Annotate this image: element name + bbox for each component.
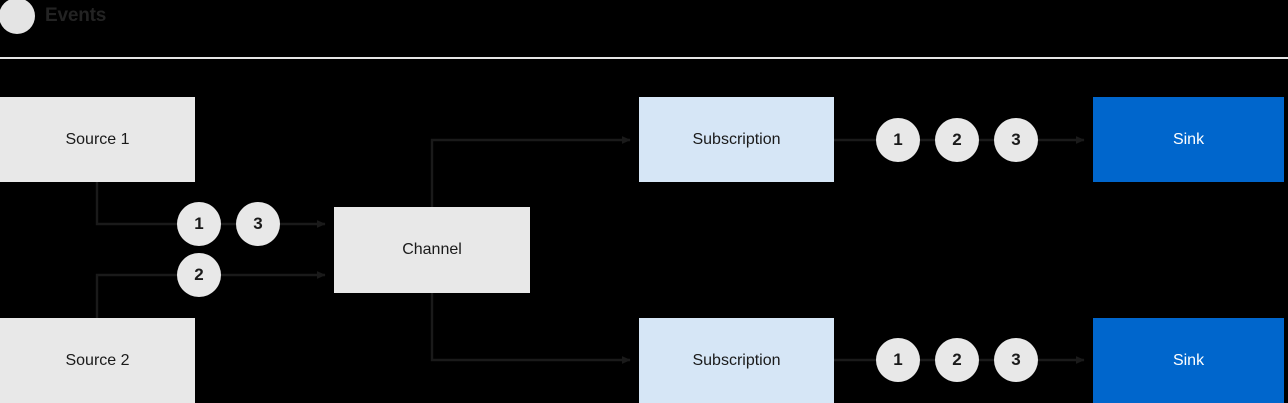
node-channel-label: Channel xyxy=(402,241,462,258)
event-token-label: 3 xyxy=(1011,350,1021,369)
node-sink-top[interactable]: Sink xyxy=(1093,97,1284,182)
event-token: 1 xyxy=(876,338,920,382)
event-token: 3 xyxy=(236,202,280,246)
edge-channel-to-subscription-top xyxy=(430,136,631,207)
node-sink-bottom[interactable]: Sink xyxy=(1093,318,1284,403)
event-token: 2 xyxy=(935,118,979,162)
event-token-label: 1 xyxy=(893,350,903,369)
node-source-2-label: Source 2 xyxy=(65,351,130,369)
event-token: 3 xyxy=(994,338,1038,382)
node-sink-bottom-label: Sink xyxy=(1172,351,1205,369)
event-token: 2 xyxy=(177,253,221,297)
node-source-2[interactable]: Source 2 xyxy=(0,318,195,403)
page-title: Events xyxy=(45,5,107,26)
node-sink-top-label: Sink xyxy=(1172,130,1205,148)
event-token: 1 xyxy=(177,202,221,246)
filled-circle-icon xyxy=(0,0,35,34)
edge-channel-to-subscription-bottom xyxy=(430,293,631,364)
node-subscription-bottom-label: Subscription xyxy=(692,351,781,369)
node-source-1-label: Source 1 xyxy=(65,130,130,148)
event-token: 1 xyxy=(876,118,920,162)
event-token-label: 2 xyxy=(952,130,962,149)
node-subscription-bottom[interactable]: Subscription xyxy=(639,318,834,403)
event-token-label: 1 xyxy=(893,130,903,149)
event-token: 2 xyxy=(935,338,979,382)
event-token-label: 3 xyxy=(253,214,263,233)
event-token-label: 2 xyxy=(194,265,204,284)
event-token-label: 2 xyxy=(952,350,962,369)
event-token-label: 1 xyxy=(194,214,204,233)
header-divider xyxy=(0,57,1288,59)
event-token-label: 3 xyxy=(1011,130,1021,149)
node-channel[interactable]: Channel xyxy=(334,207,530,293)
node-subscription-top[interactable]: Subscription xyxy=(639,97,834,182)
event-token: 3 xyxy=(994,118,1038,162)
node-subscription-top-label: Subscription xyxy=(692,130,781,148)
node-source-1[interactable]: Source 1 xyxy=(0,97,195,182)
